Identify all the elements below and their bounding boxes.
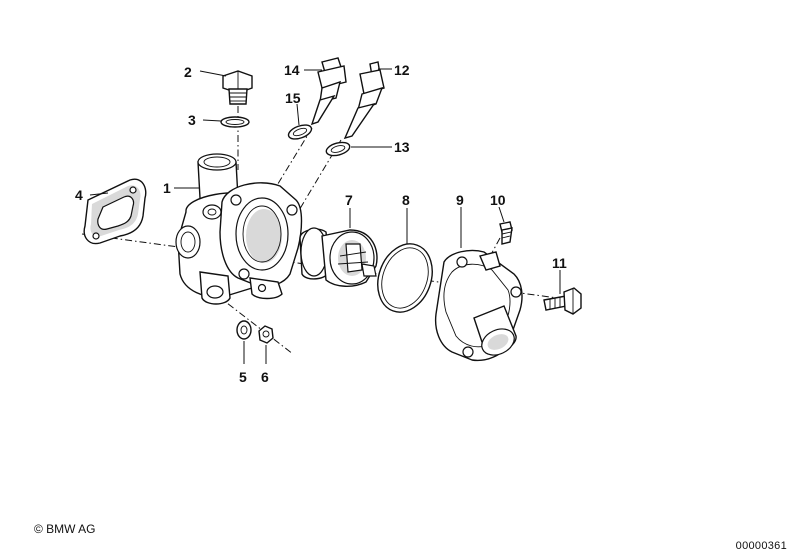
label-1: 1 <box>163 180 171 196</box>
part-14-temperature-sensor <box>310 57 347 126</box>
part-15-sealing-ring <box>287 124 313 140</box>
label-11: 11 <box>552 255 567 271</box>
label-15: 15 <box>285 90 301 106</box>
label-5: 5 <box>239 369 247 385</box>
label-6: 6 <box>261 369 269 385</box>
label-4: 4 <box>75 187 83 203</box>
label-9: 9 <box>456 192 464 208</box>
part-4-gasket <box>83 178 147 245</box>
part-6-hex-nut <box>258 325 274 344</box>
copyright-notice: © BMW AG <box>34 522 96 536</box>
label-12: 12 <box>394 62 410 78</box>
label-8: 8 <box>402 192 410 208</box>
leader-lines <box>89 68 561 364</box>
part-1-thermostat-housing <box>175 153 303 305</box>
part-7-thermostat <box>299 227 378 287</box>
label-14: 14 <box>284 62 300 78</box>
part-10-bleed-screw <box>499 221 513 245</box>
image-number: 00000361 <box>735 540 787 552</box>
part-13-sealing-ring <box>325 141 351 157</box>
part-2-plug-screw <box>222 70 253 105</box>
part-12-temperature-switch <box>343 61 385 140</box>
label-2: 2 <box>184 64 192 80</box>
part-9-thermostat-cover <box>434 249 523 362</box>
callout-labels: 1 2 3 4 5 6 7 8 9 10 11 12 13 14 15 <box>75 62 567 385</box>
part-8-o-ring <box>377 243 433 313</box>
label-13: 13 <box>394 139 410 155</box>
label-7: 7 <box>345 192 353 208</box>
label-3: 3 <box>188 112 196 128</box>
part-3-sealing-ring <box>220 116 250 128</box>
part-11-hex-bolt <box>543 287 582 315</box>
part-5-washer <box>236 320 252 340</box>
label-10: 10 <box>490 192 506 208</box>
